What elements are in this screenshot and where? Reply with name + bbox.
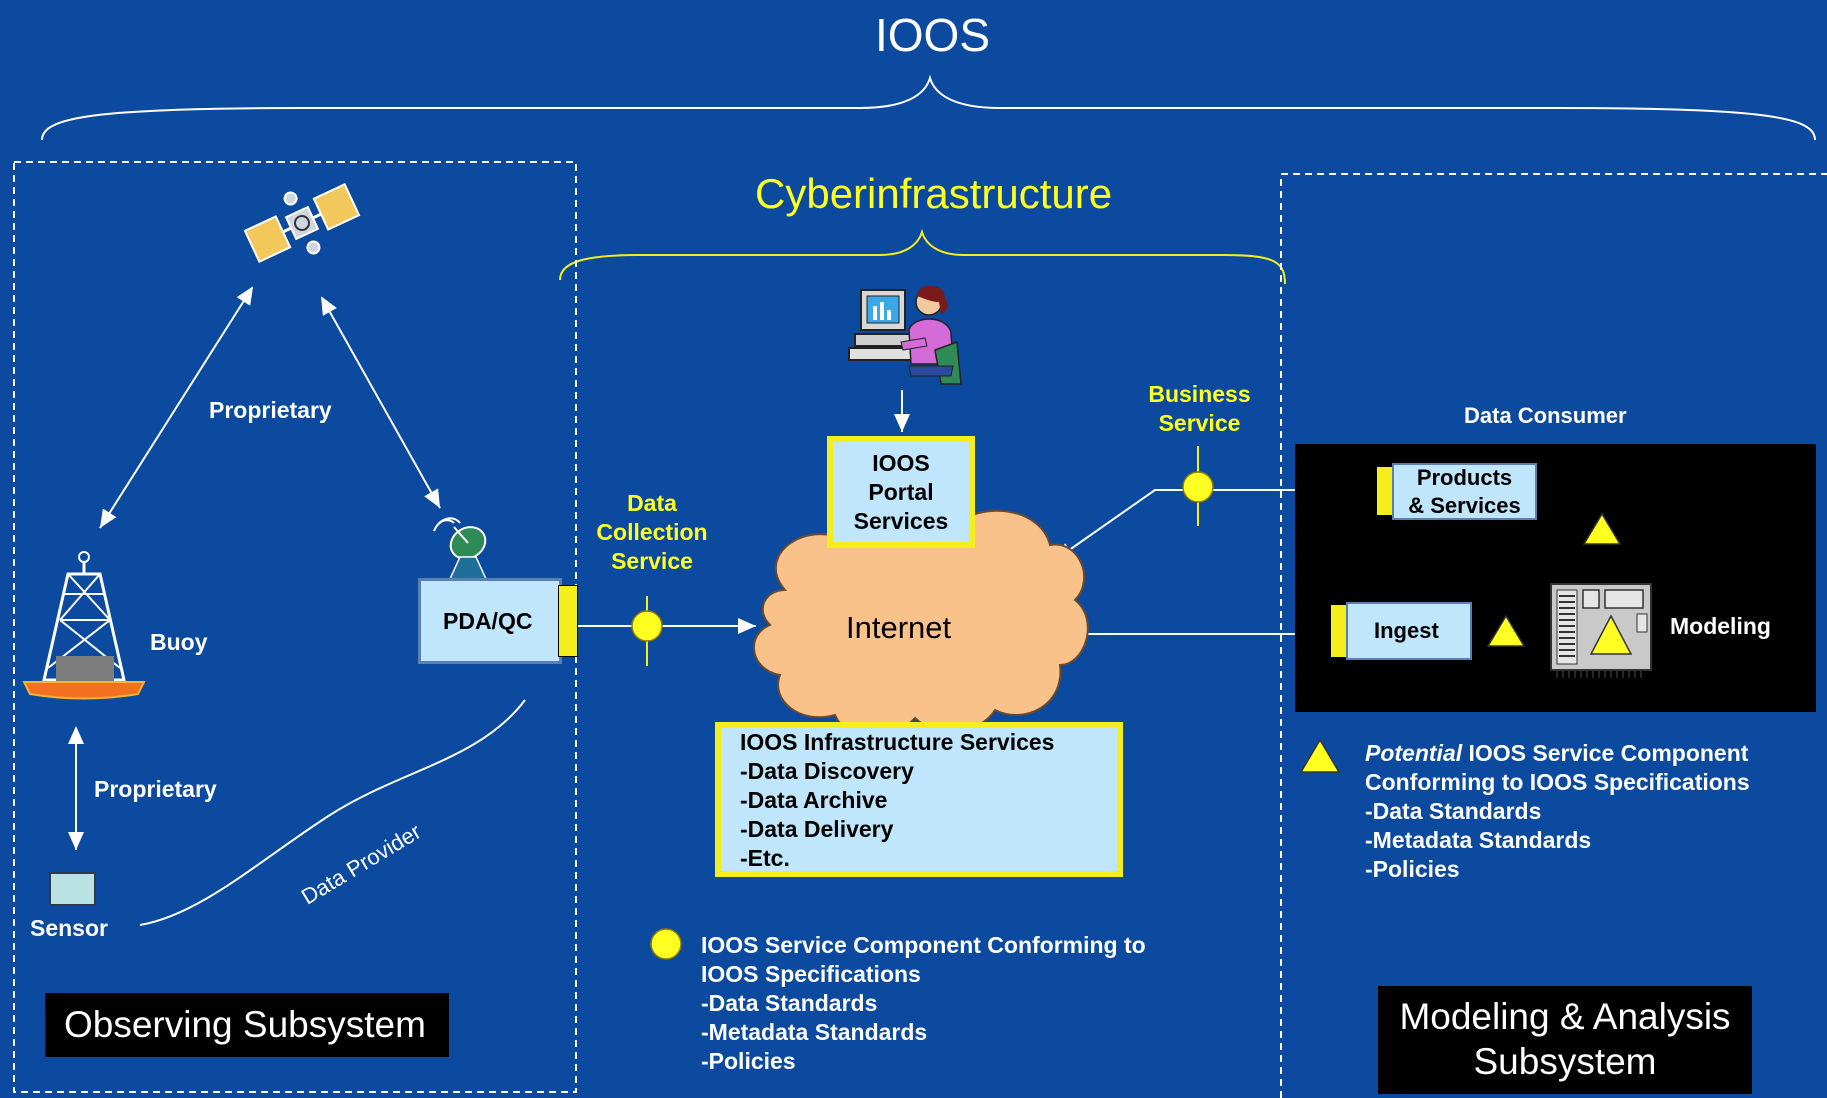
person-at-computer-icon xyxy=(848,285,962,385)
cyber-brace xyxy=(559,228,1286,285)
legend-triangle-icon xyxy=(1299,738,1341,773)
infrastructure-services-box xyxy=(715,722,1123,877)
ingest-label: Ingest xyxy=(1374,618,1439,643)
arrow-satellite-antenna xyxy=(321,296,441,509)
data-provider-curve xyxy=(139,699,526,926)
buoy-label: Buoy xyxy=(150,629,208,655)
products-services-box xyxy=(1392,463,1537,520)
data-collection-service-label: Data Collection Service xyxy=(596,490,708,574)
satellite-icon xyxy=(243,183,361,263)
portal-services-label: IOOS Portal Services xyxy=(853,450,949,534)
products-triangle-icon xyxy=(1582,512,1622,545)
ioos-title: IOOS xyxy=(875,9,991,61)
observing-subsystem-box xyxy=(45,993,449,1057)
dish-antenna-icon xyxy=(433,517,488,580)
sensor-icon xyxy=(49,872,96,906)
legend-triangle-text: Potential IOOS Service Component Conform… xyxy=(1365,740,1750,882)
cyberinfrastructure-title: Cyberinfrastructure xyxy=(755,170,1113,217)
pda-qc-box xyxy=(418,578,562,664)
ingest-box xyxy=(1346,602,1472,660)
proprietary-label-bottom: Proprietary xyxy=(94,776,217,802)
service-point-data-collection xyxy=(631,610,663,642)
modeling-subsystem-label: Modeling & Analysis Subsystem xyxy=(1399,996,1731,1082)
business-service-label: Business Service xyxy=(1148,381,1251,436)
legend-circle-text: IOOS Service Component Conforming to IOO… xyxy=(701,932,1146,1074)
ingest-triangle-icon xyxy=(1486,614,1526,647)
modeling-subsystem-box xyxy=(1378,986,1752,1094)
sensor-label: Sensor xyxy=(30,915,108,941)
internet-label: Internet xyxy=(846,610,952,645)
modeling-label: Modeling xyxy=(1670,613,1771,639)
ioos-brace xyxy=(41,74,1816,141)
modeling-chip-icon xyxy=(1550,583,1652,678)
products-services-label: Products & Services xyxy=(1408,465,1521,518)
pda-qc-connector xyxy=(558,585,578,657)
portal-services-box xyxy=(827,436,975,548)
service-point-business xyxy=(1182,471,1214,503)
arrow-satellite-buoy xyxy=(99,286,254,529)
modeling-frame xyxy=(1280,173,1827,1098)
legend-potential-word: Potential xyxy=(1365,740,1463,766)
buoy-icon xyxy=(22,551,146,700)
infrastructure-services-list: IOOS Infrastructure Services -Data Disco… xyxy=(740,729,1055,871)
pda-qc-label: PDA/QC xyxy=(443,608,533,634)
data-consumer-label: Data Consumer xyxy=(1464,403,1627,428)
observing-subsystem-label: Observing Subsystem xyxy=(64,1004,426,1045)
proprietary-label-top: Proprietary xyxy=(209,397,332,423)
legend-circle-icon xyxy=(650,928,682,960)
